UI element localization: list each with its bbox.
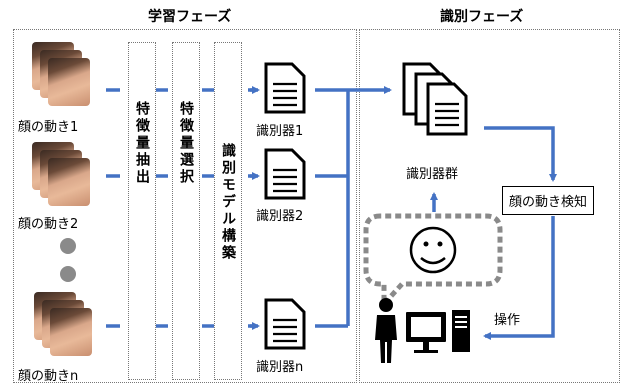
document-icon [264,62,306,350]
face-label-1: 顔の動き1 [18,120,79,135]
arrow-to-pc [483,216,555,340]
computer-icon [406,310,470,353]
learning-phase-panel [13,29,357,383]
recognition-phase-title: 識別フェーズ [440,9,524,25]
ellipsis-dot [60,266,76,282]
person-icon [375,298,397,363]
classifier-label-2: 識別器2 [256,209,304,224]
classifier-label-1: 識別器1 [256,124,304,139]
smiley-icon [409,226,457,274]
speech-bubble-icon [363,213,503,311]
step-model-construction: 識別モデル構築 [214,42,242,380]
face-label-n: 顔の動きn [18,369,79,384]
recognition-phase-panel [359,29,620,383]
ellipsis-dot [60,238,76,254]
arrow-to-detect [484,126,557,182]
face-detection-box: 顔の動き検知 [502,186,595,215]
face-label-2: 顔の動き2 [18,217,79,232]
classifier-group-label: 識別器群 [406,167,459,182]
step-feature-extraction: 特徴量抽出 [128,42,156,380]
classifier-label-n: 識別器n [256,360,304,375]
learning-phase-title: 学習フェーズ [148,9,232,25]
step-feature-selection: 特徴量選択 [172,42,200,380]
operation-label: 操作 [494,313,521,328]
